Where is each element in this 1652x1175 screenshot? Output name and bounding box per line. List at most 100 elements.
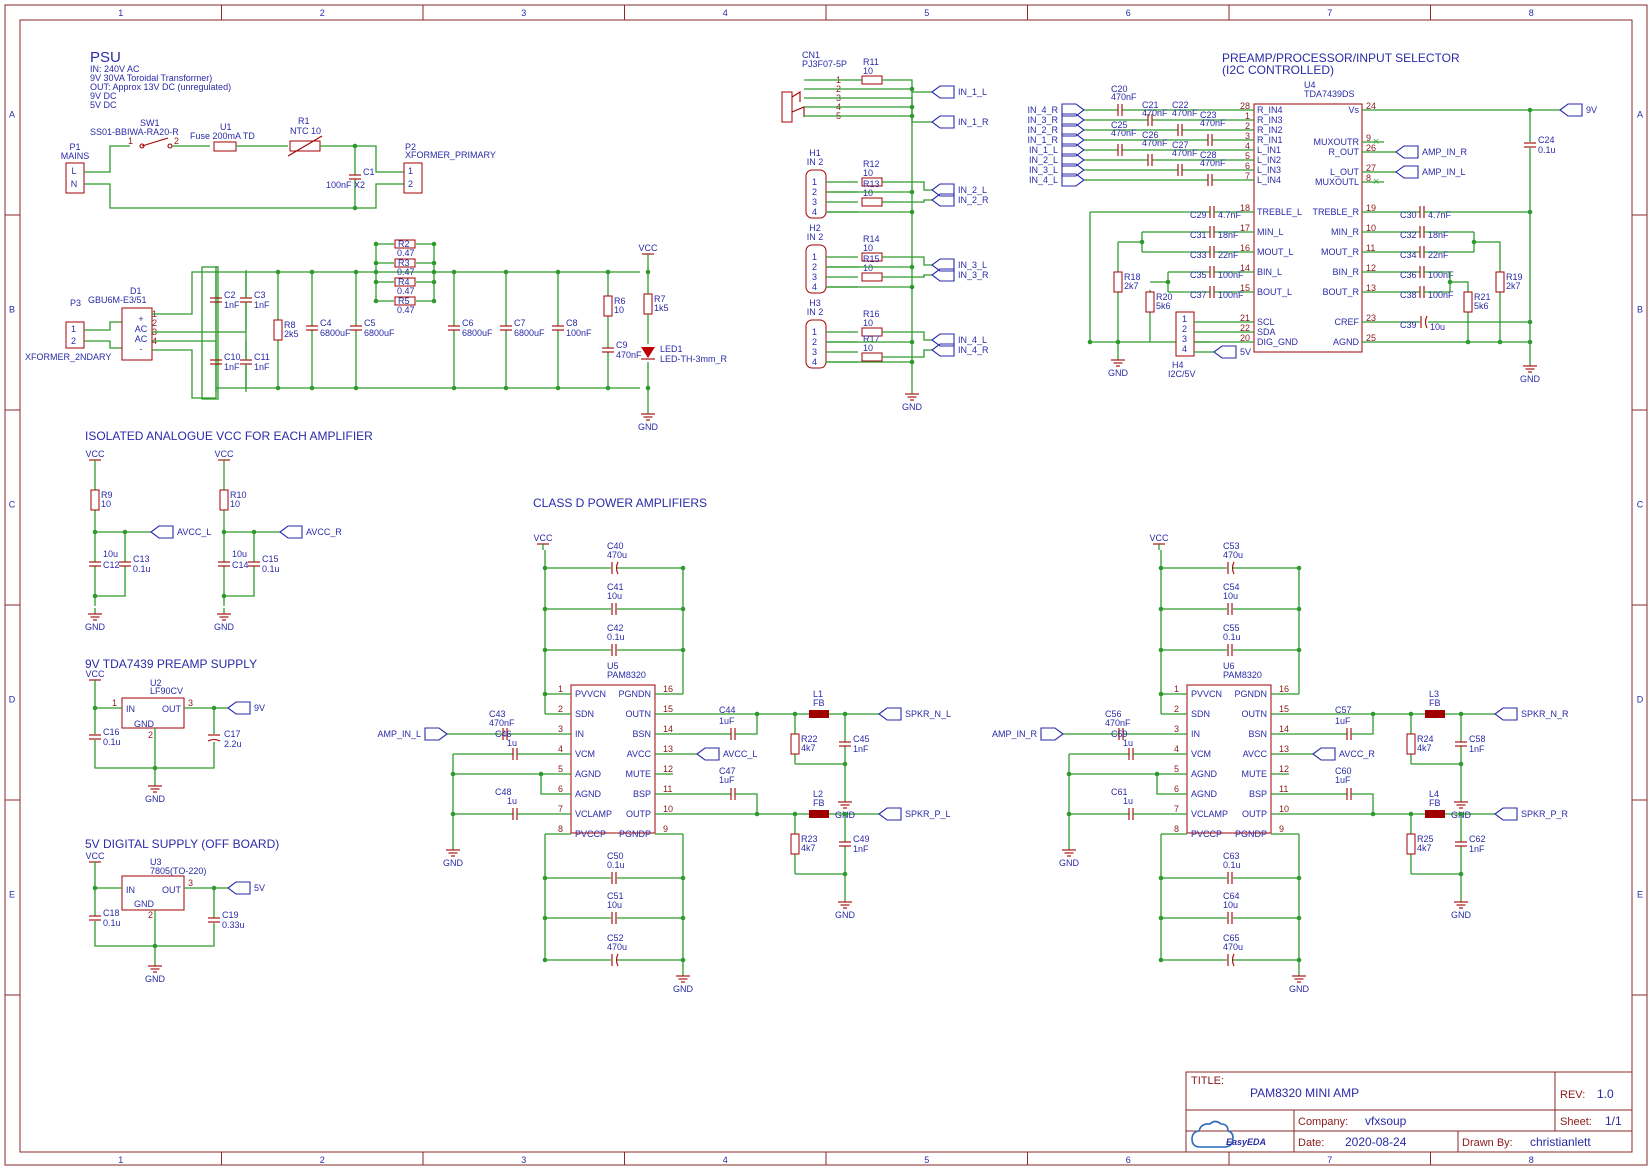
capacitor-ref: C6 [462,318,474,328]
pin-number: 3 [188,698,193,708]
pin-label: 4 [812,207,817,217]
resistor-ref: R9 [101,490,113,500]
net-avcc-l-amp: AVCC_L [723,749,757,759]
net-5v-header: 5V [1240,347,1251,357]
pin-number: 15 [1279,704,1289,714]
pin-name: GND [134,899,155,909]
resistor-ref: R22 [801,734,818,744]
pin-name: MOUT_R [1321,247,1360,257]
resistor-ref: R13 [863,179,880,189]
resistor-value: 0.47 [397,305,415,315]
junction [373,298,379,304]
capacitor-value: 470u [607,942,627,952]
junction [275,385,281,391]
bridge-rectifier [121,307,153,361]
capacitor-value: 1nF [1469,744,1485,754]
net-flag [1213,345,1237,359]
p1-value: MAINS [61,151,90,161]
net-in-4-l: IN_4_L [1029,175,1058,185]
junction [92,529,98,535]
capacitor-value: 10u [1223,900,1238,910]
junction [92,705,98,711]
resistor-ref: R18 [1124,272,1141,282]
capacitor-value: 100nF [1428,290,1454,300]
resistor-value: 1k5 [654,303,669,313]
junction [352,205,358,211]
net-in-3-l: IN_3_L [958,260,987,270]
ground-label: GND [1108,368,1129,378]
capacitor-ref: C25 [1111,120,1128,130]
junction [211,885,217,891]
capacitor-plate [1231,561,1235,575]
capacitor-value: 1nF [224,300,240,310]
junction [373,269,379,275]
ground-label: GND [1289,984,1310,994]
capacitor-value: 18nF [1218,230,1239,240]
column-marker: 6 [1126,8,1131,18]
junction [450,771,456,777]
pin-number: 6 [558,784,563,794]
net-flag [878,807,902,821]
resistor-value: 2k7 [1124,281,1139,291]
pin-name: TREBLE_L [1257,207,1302,217]
junction [1087,339,1093,345]
audio-jack [781,91,793,123]
power-label: VCC [85,669,105,679]
class-d-title: CLASS D POWER AMPLIFIERS [533,496,707,510]
inductor-value: FB [813,798,825,808]
net-flag [1061,173,1085,187]
pin-number: 7 [558,804,563,814]
resistor-ref: R14 [863,234,880,244]
p3-ref: P3 [70,298,81,308]
capacitor-value: 1u [1123,738,1133,748]
pin-name: AGND [1191,789,1218,799]
wire [1450,281,1469,292]
capacitor-value: 0.1u [262,564,280,574]
pin-number: 20 [1240,333,1250,343]
r23-resistor [790,833,800,855]
capacitor-ref: C42 [607,623,624,633]
junction [503,385,509,391]
p2-value: XFORMER_PRIMARY [405,150,496,160]
avcc-l-resistor [90,489,100,511]
l3-ferrite-bead [1425,710,1445,718]
net-in-1-r: IN_1_R [1027,135,1058,145]
net-5v-reg: 5V [254,883,265,893]
pin-label: L [71,166,76,176]
capacitor-ref: C38 [1400,290,1417,300]
pin-name: BSP [633,789,651,799]
capacitor-value: 4.7nF [1218,210,1242,220]
capacitor-ref: C31 [1190,230,1207,240]
capacitor-value: 0.33u [222,920,245,930]
junction [1066,771,1072,777]
net-in-2-r: IN_2_R [1027,125,1058,135]
pin-label: N [71,179,78,189]
capacitor-ref: C32 [1400,230,1417,240]
junction [431,298,437,304]
cn1-ref: CN1 [802,50,820,60]
pin-number: 24 [1366,101,1376,111]
junction [909,284,915,290]
r25-resistor [1406,833,1416,855]
capacitor-value: 470nF [1200,158,1226,168]
capacitor-ref: C26 [1142,130,1159,140]
pin-name: MIN_R [1331,227,1360,237]
row-marker: B [1637,305,1643,315]
wire [882,79,932,93]
resistor-value: 4k7 [1417,843,1432,853]
xformer-primary-connector [403,162,423,194]
rectifier-pin: - [140,344,143,354]
pin-number: 1 [1245,111,1250,121]
h4-value: I2C/5V [1168,369,1196,379]
pin-number: 22 [1240,323,1250,333]
pin-name: AGND [575,769,602,779]
pin-label: 2 [812,337,817,347]
junction [1158,691,1164,697]
capacitor-ref: C48 [495,787,512,797]
resistor-ref: R10 [230,490,247,500]
wire [735,714,758,735]
capacitor-value: 4.7nF [1428,210,1452,220]
junction [842,711,848,717]
junction [1370,711,1376,717]
junction [842,871,848,877]
